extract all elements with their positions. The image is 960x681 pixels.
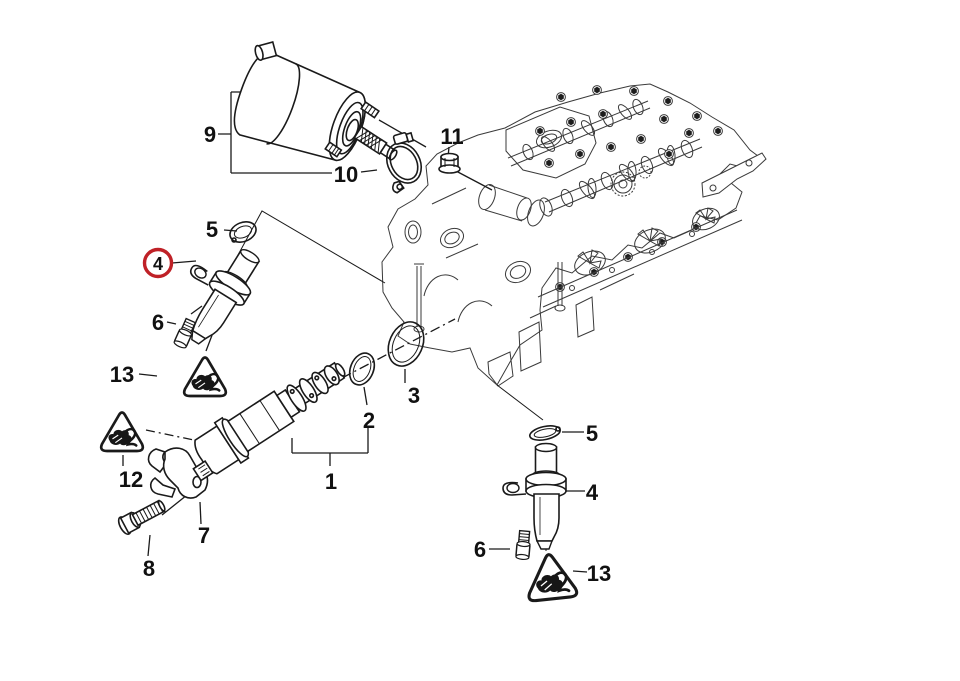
part-8-hex-bolt (117, 499, 166, 536)
leader-part13-bottom (572, 570, 588, 573)
motor-stud-top (360, 100, 381, 119)
callout-label-11: 11 (440, 124, 463, 149)
part-6-bolt-bottom (514, 529, 532, 561)
motor-shaft-spring (353, 125, 398, 161)
callout-label-13-top: 13 (110, 362, 134, 387)
part-4-camshaft-sensor-top (158, 229, 270, 354)
highlight-red-circle (142, 247, 174, 279)
leader-part9-bracket (218, 91, 332, 174)
part-9-solenoid-motor (233, 41, 398, 162)
callout-label-9: 9 (204, 122, 216, 147)
callout-label-8: 8 (143, 556, 155, 581)
callout-label-2: 2 (363, 408, 375, 433)
callout-label-4-top: 4 (153, 254, 163, 274)
part-13-warning-triangle-bottom (525, 552, 577, 601)
callout-label-6-top: 6 (152, 310, 164, 335)
callout-label-10: 10 (334, 162, 358, 187)
part-10-hose-clamp (385, 131, 423, 194)
callout-labels: 9 10 11 5 6 13 12 7 8 1 2 3 5 4 6 13 (110, 122, 611, 586)
callout-label-12: 12 (119, 467, 143, 492)
callout-label-7: 7 (198, 523, 210, 548)
timing-gear-icon (610, 165, 652, 197)
callout-label-1: 1 (325, 469, 337, 494)
part-5-sealing-ring-bottom (528, 425, 562, 441)
part-12-warning-triangle (101, 413, 143, 452)
leader-part1-bracket (291, 426, 369, 466)
leader-part7 (199, 501, 202, 525)
part-4-camshaft-sensor-bottom (502, 442, 567, 550)
part-1-solenoid-valve (192, 361, 346, 482)
part-13-warning-triangle-top (184, 358, 226, 397)
motor-stud-bottom (324, 141, 343, 158)
engine-cylinder-head (381, 83, 767, 387)
part-11-cap-nut (438, 152, 461, 174)
leader-part10 (360, 169, 378, 173)
part-5-sealing-ring-top (229, 221, 257, 243)
callout-label-3: 3 (408, 383, 420, 408)
callout-label-5-bottom: 5 (586, 421, 598, 446)
leader-part2 (363, 386, 368, 406)
callout-label-4-bottom: 4 (586, 480, 599, 505)
leader-part4-top (171, 260, 197, 264)
callout-label-6-bottom: 6 (474, 537, 486, 562)
part-3-o-ring (387, 321, 425, 367)
leader-valve-axis-dashed (341, 318, 456, 379)
highlight-circle-part4: 4 (142, 247, 174, 279)
engine-ports (404, 207, 720, 284)
callout-label-13-bottom: 13 (587, 561, 611, 586)
part-2-o-ring (348, 352, 376, 386)
camshaft-rear (507, 98, 651, 167)
motor-nipple (254, 41, 278, 62)
part-7-holding-bracket (147, 447, 209, 499)
leader-part6-top (166, 305, 203, 325)
callout-label-5-top: 5 (206, 217, 218, 242)
leader-sensor-top-to-engine (237, 210, 386, 284)
